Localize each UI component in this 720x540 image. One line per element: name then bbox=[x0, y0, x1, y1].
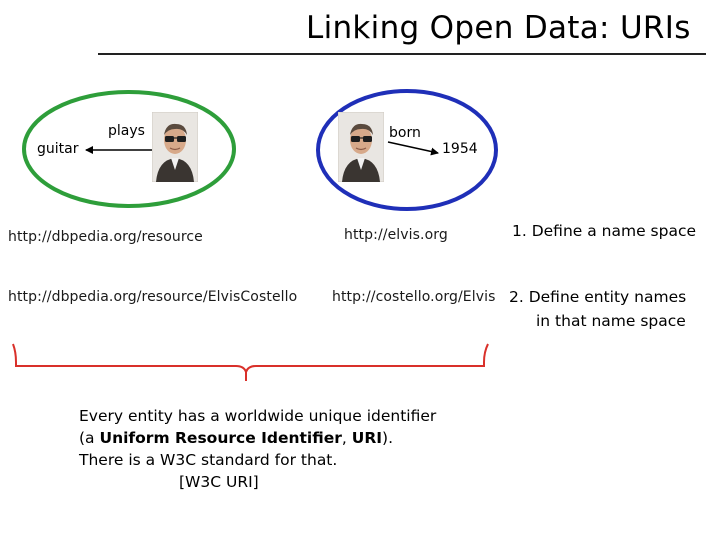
note-line-1: Every entity has a worldwide unique iden… bbox=[79, 407, 437, 425]
note-bold-uri: URI bbox=[351, 429, 383, 447]
entity-url-left: http://dbpedia.org/resource/ElvisCostell… bbox=[8, 289, 298, 305]
title-rule bbox=[98, 53, 706, 55]
born-label: born bbox=[389, 125, 421, 141]
right-graph-ellipse bbox=[316, 89, 498, 211]
w3c-uri-reference[interactable]: [W3C URI] bbox=[179, 473, 259, 491]
uri-note: Every entity has a worldwide unique iden… bbox=[79, 405, 499, 493]
year-label: 1954 bbox=[442, 141, 478, 157]
slide-title: Linking Open Data: URIs bbox=[306, 10, 691, 46]
step-2: 2. Define entity names bbox=[509, 288, 687, 306]
born-arrow bbox=[387, 141, 439, 156]
step-1: 1. Define a name space bbox=[512, 222, 697, 240]
step-2-continued: in that name space bbox=[536, 312, 686, 330]
note-line-2-prefix: (a bbox=[79, 429, 100, 447]
left-graph-ellipse bbox=[22, 90, 236, 208]
note-line-3: There is a W3C standard for that. bbox=[79, 451, 338, 469]
person-photo-left bbox=[152, 112, 198, 182]
note-line-2-sep: , bbox=[341, 429, 352, 447]
namespace-url-right: http://elvis.org bbox=[344, 227, 448, 243]
curly-brace bbox=[12, 343, 489, 381]
note-line-2-suffix: ). bbox=[382, 429, 394, 447]
guitar-label: guitar bbox=[37, 141, 79, 157]
namespace-url-left: http://dbpedia.org/resource bbox=[8, 229, 203, 245]
person-photo-right bbox=[338, 112, 384, 182]
entity-url-right: http://costello.org/Elvis bbox=[332, 289, 496, 305]
note-bold-uri-full: Uniform Resource Identifier bbox=[99, 429, 342, 447]
plays-label: plays bbox=[108, 123, 145, 139]
